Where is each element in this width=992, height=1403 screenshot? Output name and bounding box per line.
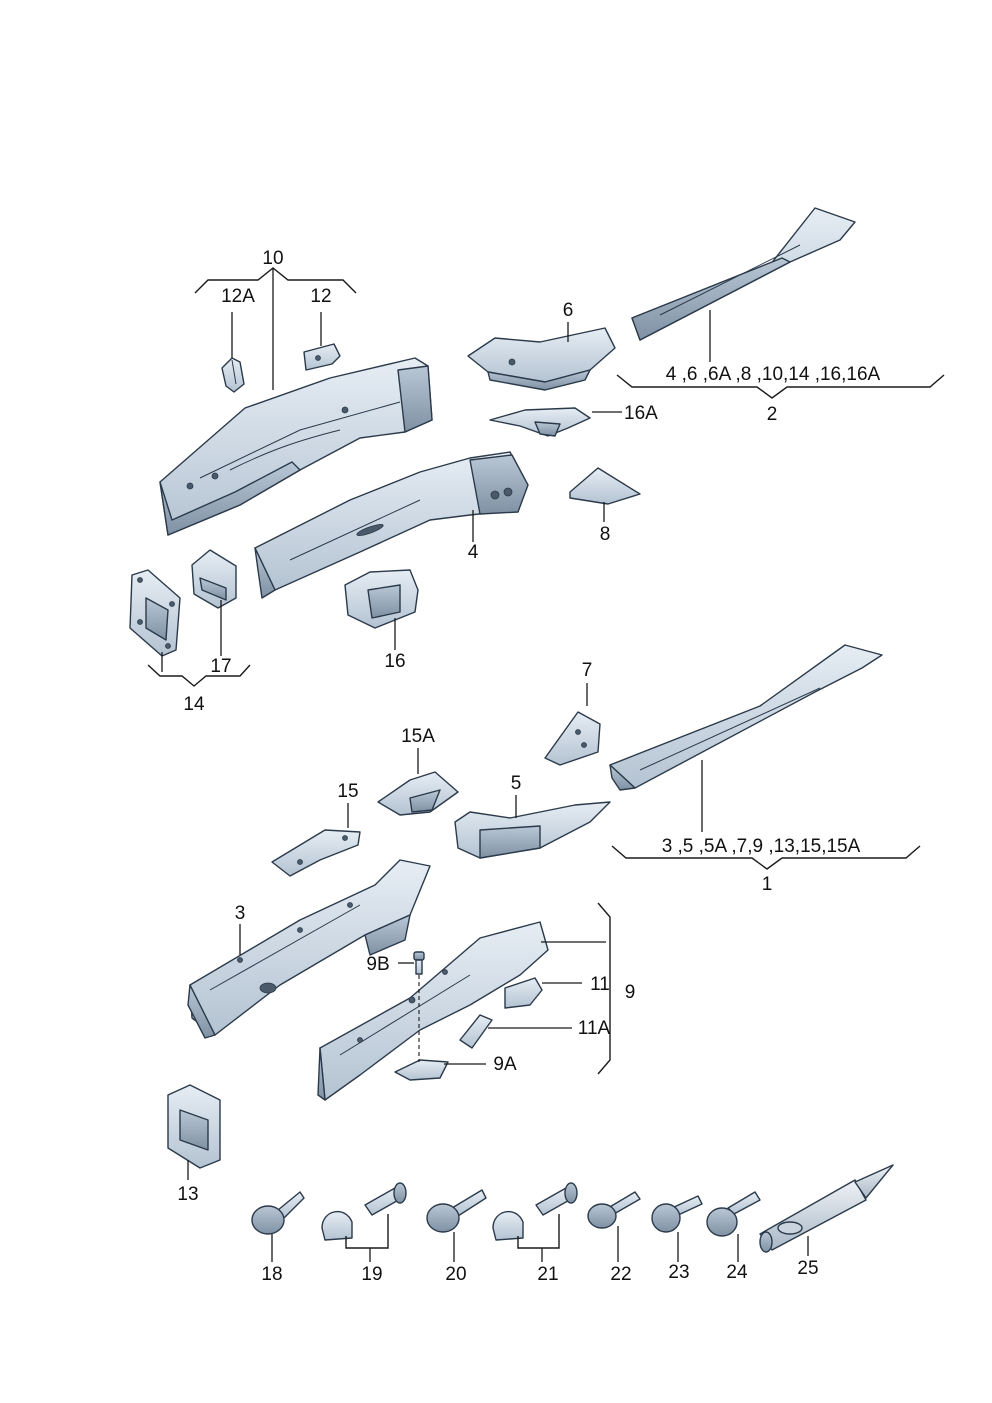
- label-23: 23: [668, 1262, 689, 1283]
- label-25: 25: [797, 1258, 818, 1279]
- part-25-sealant-tube: [759, 1164, 894, 1253]
- label-10: 10: [262, 248, 283, 269]
- label-5: 5: [511, 773, 522, 794]
- part-13-plate: [167, 1084, 221, 1169]
- label-1-group: 3 ,5 ,5A ,7,9 ,13,15,15A: [662, 836, 861, 857]
- label-11: 11: [590, 974, 610, 995]
- label-15: 15: [337, 781, 358, 802]
- part-14-plate: [129, 569, 181, 657]
- fastener-20: [426, 1189, 487, 1233]
- fastener-23: [651, 1195, 703, 1233]
- part-11-bracket: [504, 977, 543, 1009]
- label-15A: 15A: [401, 726, 435, 747]
- label-24: 24: [726, 1262, 748, 1283]
- part-6-panel: [467, 327, 616, 391]
- label-6: 6: [563, 300, 574, 321]
- part-16-mount: [344, 569, 419, 629]
- label-4: 4: [468, 542, 479, 563]
- part-5-panel: [454, 801, 611, 859]
- fastener-18: [251, 1191, 305, 1235]
- part-12A-bracket: [221, 357, 245, 393]
- part-9-frame-rail: [317, 921, 549, 1101]
- part-12-bracket: [303, 343, 341, 371]
- part-15-bracket: [271, 829, 361, 877]
- label-9B: 9B: [366, 954, 389, 975]
- fastener-19: [321, 1182, 407, 1241]
- label-21: 21: [537, 1264, 558, 1285]
- part-10-side-member: [159, 357, 433, 536]
- callout-labels: 10 12A 12 6 4 ,6 ,6A ,8 ,10,14 ,16,16A 2…: [177, 248, 880, 1285]
- part-11A-bracket: [459, 1014, 493, 1049]
- label-20: 20: [445, 1264, 466, 1285]
- label-9: 9: [625, 982, 636, 1003]
- label-11A: 11A: [578, 1018, 611, 1039]
- label-12: 12: [310, 286, 331, 307]
- fastener-21: [492, 1182, 578, 1241]
- label-13: 13: [177, 1184, 198, 1205]
- leader-lines: [147, 267, 945, 1262]
- label-3: 3: [235, 903, 246, 924]
- fastener-24: [706, 1191, 761, 1237]
- label-19: 19: [361, 1264, 382, 1285]
- label-2: 2: [767, 404, 778, 425]
- label-16A: 16A: [624, 403, 658, 424]
- part-17-sleeve: [191, 549, 237, 609]
- label-2-group: 4 ,6 ,6A ,8 ,10,14 ,16,16A: [666, 364, 881, 385]
- part-9B-bolt: [413, 951, 425, 975]
- part-4-frame-rail: [254, 451, 529, 599]
- label-22: 22: [610, 1264, 631, 1285]
- label-9A: 9A: [493, 1054, 517, 1075]
- part-9A-bracket: [394, 1059, 449, 1081]
- label-14: 14: [183, 694, 205, 715]
- label-8: 8: [600, 524, 611, 545]
- label-7: 7: [582, 660, 593, 681]
- fastener-22: [587, 1191, 641, 1229]
- label-12A: 12A: [221, 286, 255, 307]
- label-16: 16: [384, 651, 405, 672]
- part-16A-bracket: [489, 407, 591, 437]
- label-1: 1: [762, 874, 773, 895]
- part-2-sill: [631, 207, 856, 341]
- part-8-gusset: [569, 467, 641, 505]
- part-15A-bracket: [377, 771, 459, 816]
- part-1-sill: [609, 644, 883, 791]
- part-3-frame-rail: [187, 859, 431, 1039]
- part-7-gusset: [544, 711, 601, 766]
- label-18: 18: [261, 1264, 282, 1285]
- label-17: 17: [210, 656, 231, 677]
